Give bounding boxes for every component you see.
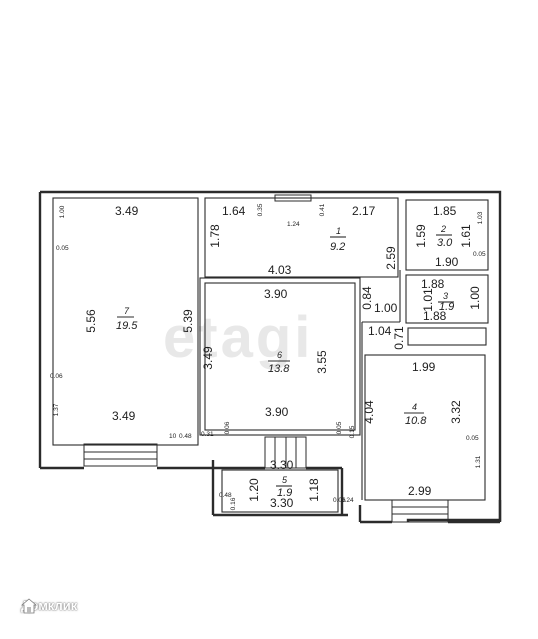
svg-text:0.84: 0.84 [360,286,374,310]
svg-text:0.41: 0.41 [319,203,326,216]
svg-text:3.90: 3.90 [264,287,288,301]
room-1-number: 1 [336,226,341,236]
room-labels: 7 19.5 1 9.2 6 13.8 2 3.0 3 1.9 4 10.8 5… [116,224,454,499]
svg-text:3.49: 3.49 [201,346,215,370]
svg-text:0.48: 0.48 [179,433,192,440]
svg-text:1.99: 1.99 [412,360,436,374]
svg-text:1.00: 1.00 [59,205,66,218]
svg-text:1.78: 1.78 [208,224,222,248]
room-6-area: 13.8 [268,363,290,375]
svg-text:1.61: 1.61 [459,224,473,248]
room-4-number: 4 [412,402,417,412]
inner-walls [52,197,489,513]
window-room-7 [83,443,158,467]
svg-text:3.30: 3.30 [270,458,294,472]
svg-text:1.00: 1.00 [374,301,398,315]
svg-text:1.24: 1.24 [287,221,300,228]
svg-text:1.00: 1.00 [468,286,482,310]
svg-text:1.03: 1.03 [477,211,484,224]
svg-text:0.16: 0.16 [230,497,237,510]
svg-text:0.05: 0.05 [473,251,486,258]
svg-text:1.88: 1.88 [423,309,447,323]
room-5-number: 5 [282,475,288,485]
svg-text:1.01: 1.01 [421,288,435,312]
svg-text:1.64: 1.64 [222,204,246,218]
svg-text:0.06: 0.06 [50,373,63,380]
brand-name: Домклик [21,598,78,613]
room-2-area: 3.0 [437,237,453,249]
svg-text:2.59: 2.59 [384,246,398,270]
svg-text:0.06: 0.06 [224,421,231,434]
svg-text:5.39: 5.39 [181,309,195,333]
svg-text:1.31: 1.31 [475,455,482,468]
svg-text:10: 10 [169,433,177,440]
room-2-number: 2 [440,224,446,234]
svg-text:4.03: 4.03 [268,263,292,277]
svg-text:0.48: 0.48 [219,492,232,499]
room-6-number: 6 [277,350,282,360]
svg-text:1.85: 1.85 [433,204,457,218]
svg-text:0.15: 0.15 [349,425,356,438]
svg-text:3.55: 3.55 [315,350,329,374]
room-7-area: 19.5 [116,320,138,332]
room-4-area: 10.8 [405,415,427,427]
svg-text:0.05: 0.05 [336,421,343,434]
domclick-logo: Домклик [21,598,78,614]
svg-text:1.37: 1.37 [53,403,60,416]
room-7-number: 7 [124,306,130,316]
svg-text:1.59: 1.59 [414,224,428,248]
svg-text:2.17: 2.17 [352,204,376,218]
svg-text:4.04: 4.04 [362,400,376,424]
svg-text:1.88: 1.88 [421,277,445,291]
svg-text:3.32: 3.32 [449,400,463,424]
dimension-labels: 3.49 5.56 5.39 3.49 1.00 0.05 0.06 1.37 … [50,203,486,510]
svg-text:0.24: 0.24 [341,497,354,504]
svg-text:1.20: 1.20 [247,478,261,502]
svg-text:0.71: 0.71 [392,326,406,350]
svg-text:3.49: 3.49 [115,204,139,218]
svg-text:3.30: 3.30 [270,496,294,510]
svg-text:0.06: 0.06 [333,497,346,504]
room-5-area: 1.9 [277,487,292,499]
svg-text:3.49: 3.49 [112,409,136,423]
svg-text:2.99: 2.99 [408,484,432,498]
svg-text:5.56: 5.56 [84,309,98,333]
svg-text:0.05: 0.05 [56,245,69,252]
window-room-6 [264,436,307,469]
outer-walls [38,190,502,524]
window-room-1 [274,194,312,202]
room-1-area: 9.2 [330,241,345,253]
svg-text:0.35: 0.35 [257,203,264,216]
room-3-number: 3 [443,291,448,301]
svg-text:1.18: 1.18 [307,478,321,502]
watermark-text: etagi [163,305,313,370]
svg-text:1.04: 1.04 [368,324,392,338]
svg-text:3.90: 3.90 [265,405,289,419]
svg-text:0.31: 0.31 [201,431,214,438]
svg-text:1.90: 1.90 [435,255,459,269]
room-3-area: 1.9 [439,301,454,313]
house-logo-icon [21,598,37,614]
window-room-4 [391,499,449,523]
svg-text:0.05: 0.05 [466,435,479,442]
